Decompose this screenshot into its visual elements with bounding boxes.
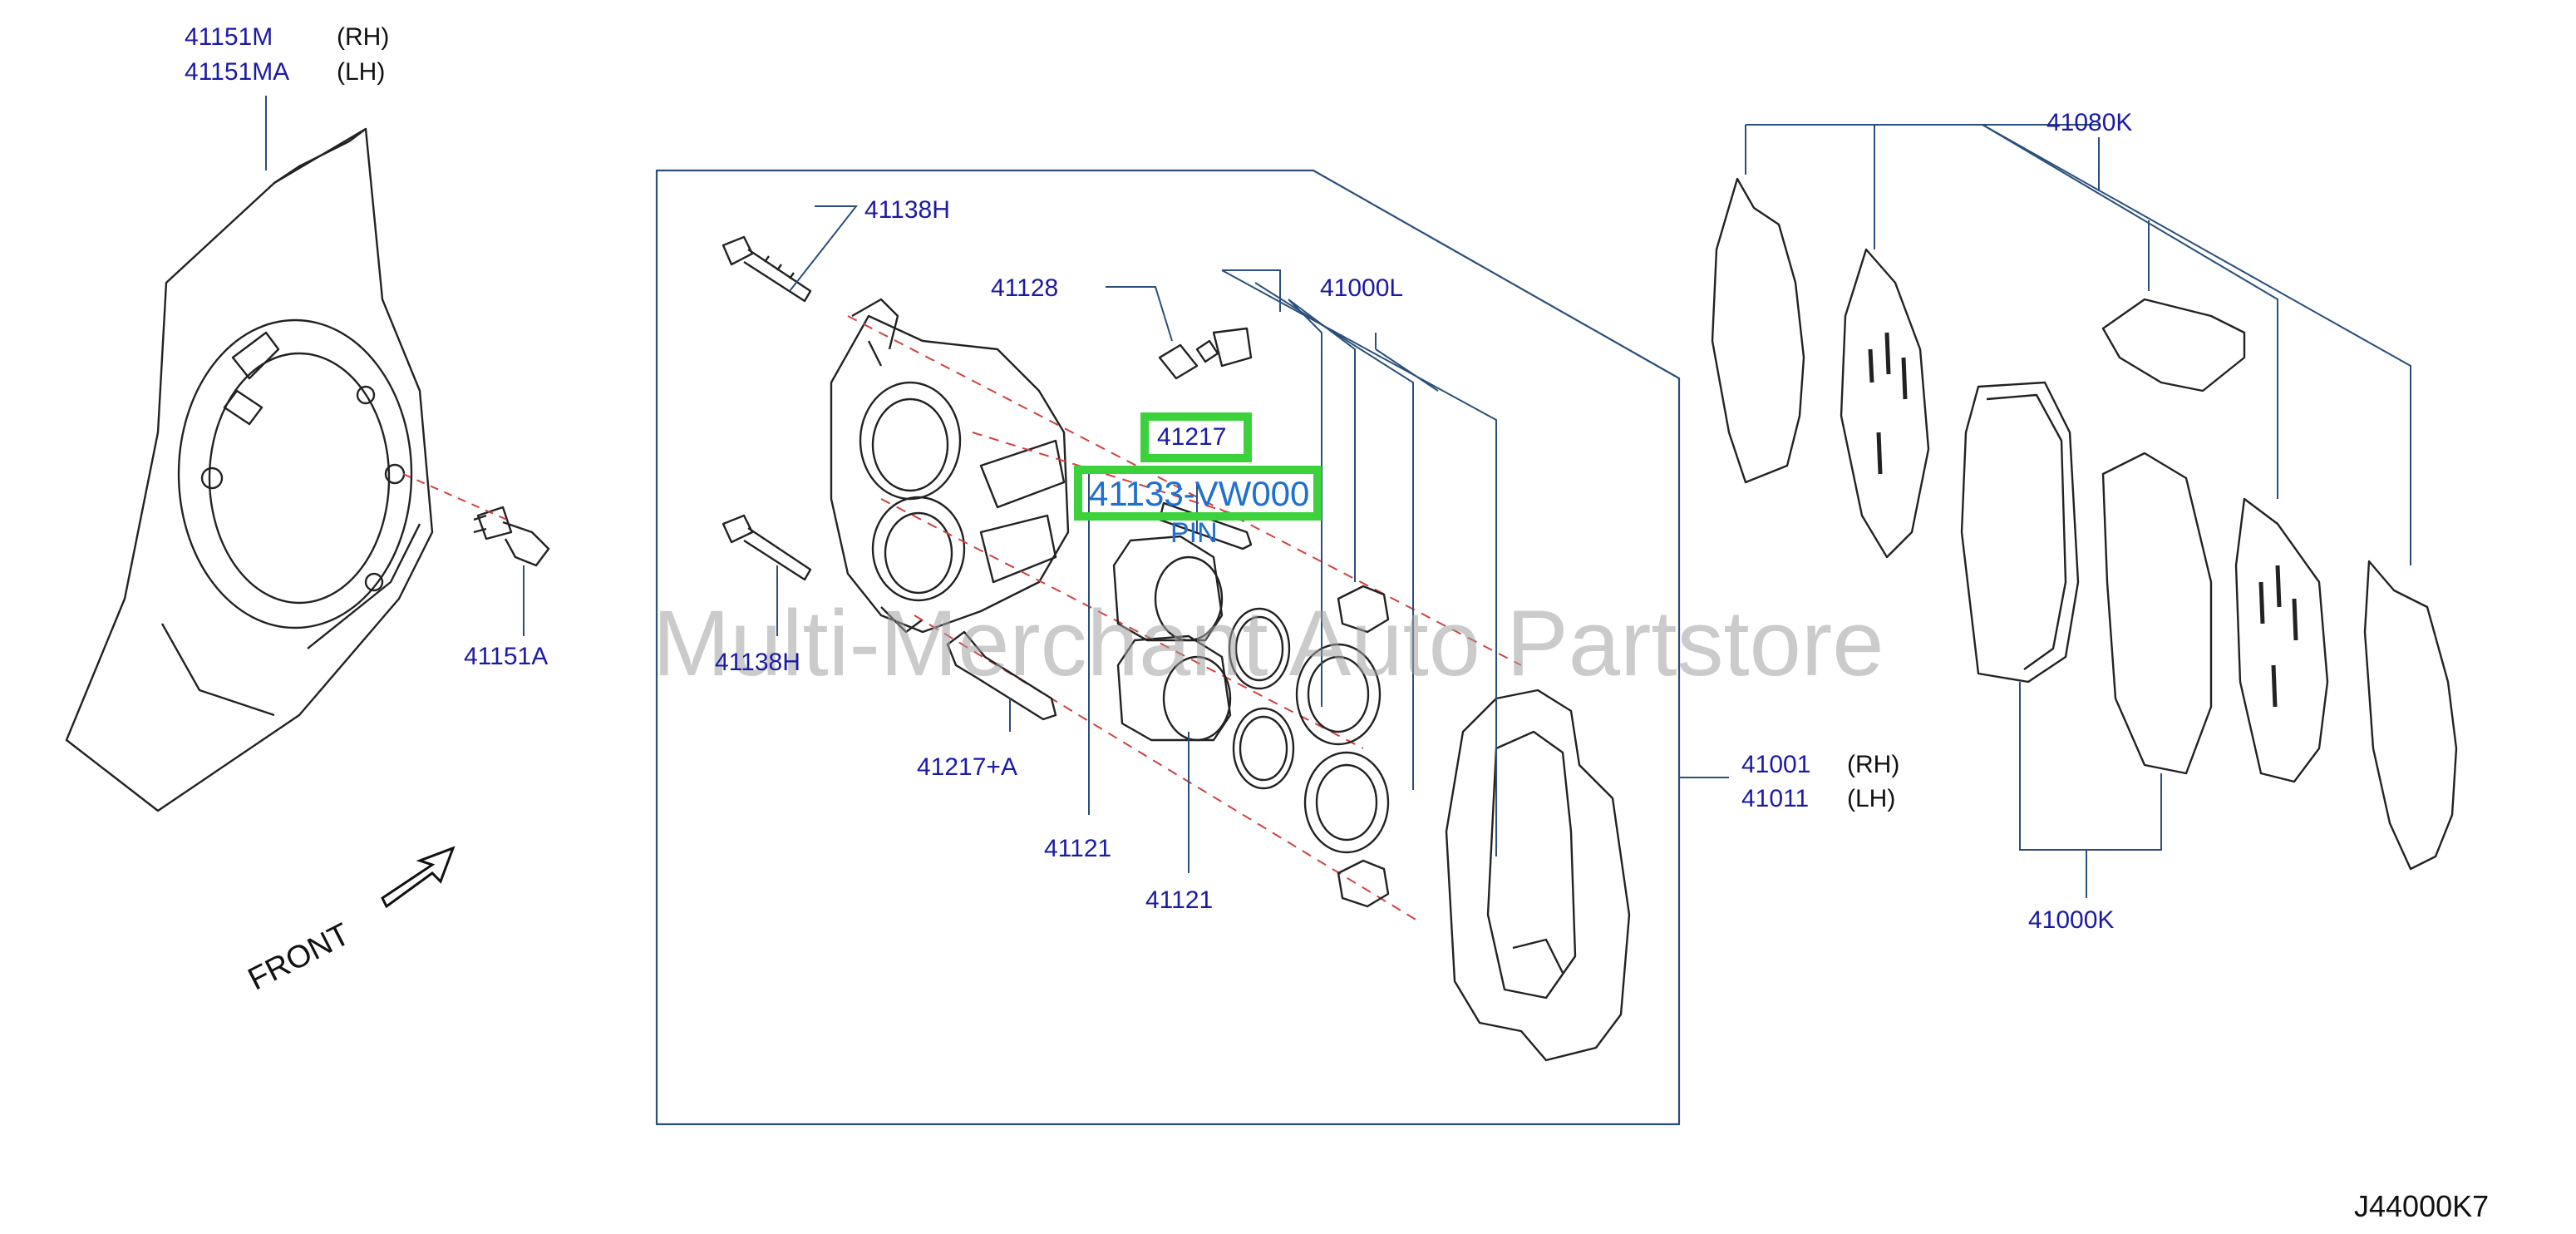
label-41151m[interactable]: 41151M	[185, 23, 273, 51]
front-arrow-icon	[381, 846, 456, 909]
label-41133-vw000[interactable]: 41133-VW000	[1089, 474, 1310, 513]
label-41011-side: (LH)	[1847, 785, 1896, 812]
guide-bolt-bottom	[722, 514, 812, 581]
pad-shim-right	[2234, 497, 2329, 783]
caliper-body	[830, 298, 1070, 634]
guide-bolt-top	[722, 235, 812, 303]
label-41128[interactable]: 41128	[991, 274, 1059, 302]
bleeder-screw	[1158, 327, 1253, 380]
shim-outer-left	[1711, 177, 1805, 484]
pad-shim-left	[1840, 248, 1930, 559]
label-41001-side: (RH)	[1847, 751, 1900, 778]
anti-rattle-spring	[2101, 298, 2246, 392]
shim-outer-right	[2363, 560, 2458, 871]
label-41151a[interactable]: 41151A	[464, 643, 549, 670]
label-41151m-side: (RH)	[337, 23, 390, 51]
label-pin: PIN	[1170, 517, 1218, 549]
label-41217-a[interactable]: 41217+A	[917, 753, 1017, 781]
label-41121-b[interactable]: 41121	[1145, 886, 1214, 914]
splash-shield	[65, 127, 434, 812]
watermark: Multi-Merchant Auto Partstore	[653, 591, 1884, 695]
highlight-41217	[1140, 412, 1252, 462]
brake-pad-outer	[2101, 452, 2213, 775]
piston-upper	[1112, 535, 1224, 642]
label-41138h-top[interactable]: 41138H	[864, 196, 950, 224]
label-41000k[interactable]: 41000K	[2028, 906, 2115, 934]
label-41080k[interactable]: 41080K	[2047, 109, 2133, 136]
label-41011[interactable]: 41011	[1741, 785, 1810, 812]
bolt-41151a	[473, 506, 550, 567]
label-41151ma-side: (LH)	[337, 58, 386, 86]
diagram-code: J44000K7	[2354, 1189, 2490, 1223]
highlight-41133	[1074, 466, 1322, 521]
label-41000l[interactable]: 41000L	[1320, 274, 1404, 302]
label-41138h-bottom[interactable]: 41138H	[715, 649, 800, 676]
brake-pad-inner	[1960, 381, 2080, 684]
caliper-bracket	[1445, 689, 1631, 1062]
piston-lower	[1116, 634, 1232, 742]
label-41001[interactable]: 41001	[1741, 751, 1811, 778]
label-41151ma[interactable]: 41151MA	[185, 58, 290, 86]
label-41217[interactable]: 41217	[1157, 423, 1227, 451]
label-41121-a[interactable]: 41121	[1044, 835, 1112, 862]
